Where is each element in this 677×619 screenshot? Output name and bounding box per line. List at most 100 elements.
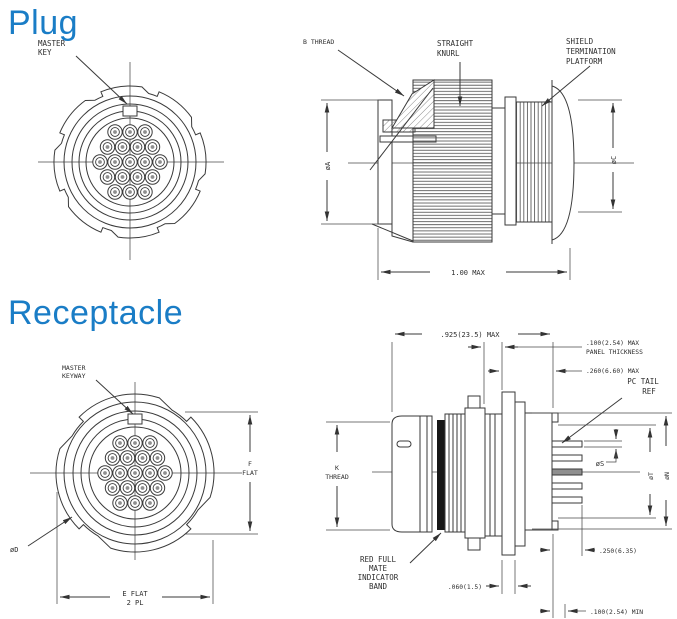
contact-pin xyxy=(137,124,153,140)
contact-pin xyxy=(114,139,131,155)
red-band-label: BAND xyxy=(369,582,388,591)
contact-pin xyxy=(144,169,161,185)
pc-tail xyxy=(551,482,583,490)
shield-platform-label: SHIELD xyxy=(566,37,594,46)
master-keyway-slot xyxy=(127,413,143,425)
dia-d-leader xyxy=(27,516,73,547)
shield-termination-platform xyxy=(515,101,553,223)
b-thread-label: B THREAD xyxy=(303,38,334,46)
contact-pin xyxy=(129,139,146,155)
red-band-label: MATE xyxy=(369,564,388,573)
plug-front-view: MASTER KEY xyxy=(38,39,224,260)
contact-pin xyxy=(149,480,166,496)
contact-pin xyxy=(142,495,158,511)
front-protrusion-dim: .260(6.60) MAX xyxy=(586,368,639,375)
full-mate-indicator-band xyxy=(437,420,445,530)
tail-length-dim: .250(6.35) xyxy=(599,548,637,555)
contact-pin xyxy=(107,124,123,140)
shield-platform-label: PLATFORM xyxy=(566,57,603,66)
master-keyway-label: MASTER xyxy=(62,364,86,372)
k-thread-dim: THREAD xyxy=(325,473,349,481)
pc-tail xyxy=(551,440,583,448)
band-leader xyxy=(409,532,442,564)
contact-pin xyxy=(134,450,151,466)
contact-pin xyxy=(99,169,116,185)
panel-thickness-dim: PANEL THICKNESS xyxy=(586,349,643,356)
pc-tail xyxy=(551,496,583,504)
mounting-flange xyxy=(501,391,516,556)
coupling-ring xyxy=(53,85,207,239)
contact-pin xyxy=(157,465,173,481)
b-thread-leader xyxy=(337,49,405,97)
plug-side-view: B THREAD STRAIGHT KNURL SHIELD TERMINATI… xyxy=(303,37,634,280)
contact-pin xyxy=(97,465,113,481)
contact-pin xyxy=(137,184,153,200)
coupling-ring xyxy=(55,393,215,553)
contact-pin xyxy=(127,495,143,511)
b-thread-section xyxy=(391,79,435,129)
overall-dim: .925(23.5) MAX xyxy=(440,331,500,339)
master-key-label: MASTER xyxy=(38,39,66,48)
k-thread-dim: K xyxy=(335,464,339,472)
contact-pin xyxy=(104,480,121,496)
pc-tail-ref-label: PC TAIL xyxy=(627,377,659,386)
contact-pin xyxy=(122,154,138,170)
contact-pin xyxy=(149,450,166,466)
shield-platform-label: TERMINATION xyxy=(566,47,616,56)
e-flat-dim: 2 PL xyxy=(127,599,144,607)
bayonet-shell xyxy=(391,415,433,533)
red-band-label: RED FULL xyxy=(360,555,397,564)
master-key-leader xyxy=(75,55,128,105)
contact-pin xyxy=(104,450,121,466)
pc-tail xyxy=(551,454,583,462)
straight-knurl-label: KNURL xyxy=(437,49,460,58)
receptacle-side-view: K THREAD .925(23.5) MAX .100(2.54) MAX P… xyxy=(325,331,672,618)
red-band-label: INDICATOR xyxy=(358,573,399,582)
panel-thickness-dim: .100(2.54) MAX xyxy=(586,340,639,347)
flange-thickness-dim: .060(1.5) xyxy=(448,584,482,591)
contact-pin xyxy=(122,184,138,200)
length-dim: 1.00 MAX xyxy=(451,269,486,277)
dia-d-dim: øD xyxy=(10,546,18,554)
tail-min-dim: .100(2.54) MIN xyxy=(590,609,643,616)
shield-leader xyxy=(541,65,591,107)
contact-pin xyxy=(119,450,136,466)
pc-tail-leader xyxy=(561,397,623,444)
master-key-label: KEY xyxy=(38,48,52,57)
master-key-slot xyxy=(122,105,138,117)
contact-pin xyxy=(152,154,168,170)
k-thread-section xyxy=(444,413,466,533)
contact-pin xyxy=(144,139,161,155)
f-flat-dim: F xyxy=(248,460,252,468)
contact-pin xyxy=(142,435,158,451)
contact-pin xyxy=(142,465,158,481)
contact-pin xyxy=(112,465,128,481)
contact-pin xyxy=(107,184,123,200)
e-flat-dim: E FLAT xyxy=(122,590,148,598)
contact-pin xyxy=(137,154,153,170)
contact-pin xyxy=(134,480,151,496)
f-flat-dim: FLAT xyxy=(242,469,258,477)
dia-t-dim: øT xyxy=(647,472,655,480)
contact-pin xyxy=(127,465,143,481)
contact-pin xyxy=(107,154,123,170)
contact-pin xyxy=(112,435,128,451)
contact-pin xyxy=(112,495,128,511)
contact-pin xyxy=(127,435,143,451)
contact-pin xyxy=(114,169,131,185)
contact-pin xyxy=(119,480,136,496)
dia-s-dim: øS xyxy=(596,460,604,468)
contact-pin xyxy=(92,154,108,170)
master-keyway-label: KEYWAY xyxy=(62,372,86,380)
dia-n-dim: øN xyxy=(663,472,671,480)
receptacle-front-view: MASTER KEYWAY øD F FLAT E FLAT 2 PL xyxy=(10,364,258,607)
plug-heading: Plug xyxy=(8,4,79,42)
contact-pin xyxy=(122,124,138,140)
pc-tail-ref-label: REF xyxy=(642,387,656,396)
pc-tail-center xyxy=(551,468,583,476)
dia-a-dim: øA xyxy=(324,161,332,170)
straight-knurl-label: STRAIGHT xyxy=(437,39,474,48)
contact-pin xyxy=(99,139,116,155)
